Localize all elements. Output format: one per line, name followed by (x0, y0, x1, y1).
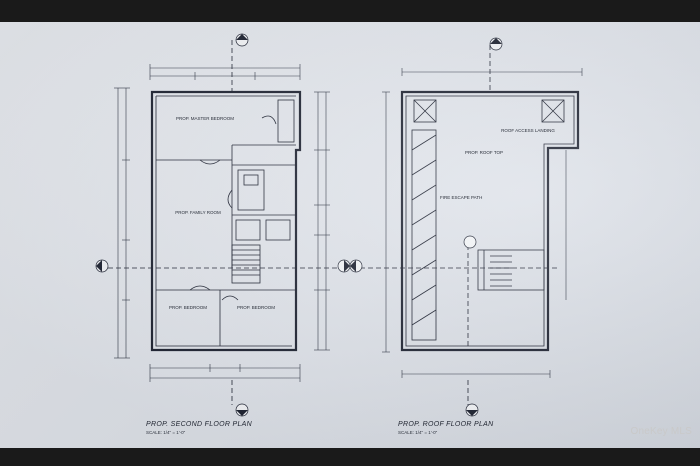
note-fire-escape-path: FIRE ESCAPE PATH (440, 195, 483, 200)
drawing-sheet (0, 22, 700, 448)
right-plan-scale: SCALE: 1/4" = 1'-0" (398, 430, 438, 435)
left-plan-scale: SCALE: 1/4" = 1'-0" (146, 430, 186, 435)
room-label-bedroom-2: PROP. BEDROOM (237, 305, 275, 310)
note-roof-access-landing: ROOF ACCESS LANDING (501, 128, 555, 133)
room-label-family-room: PROP. FAMILY ROOM (175, 210, 221, 215)
room-label-roof-top: PROP. ROOF TOP (464, 150, 504, 155)
watermark-text: OneKey MLS (630, 426, 692, 437)
left-plan-title: PROP. SECOND FLOOR PLAN (146, 421, 252, 428)
room-label-master-bedroom: PROP. MASTER BEDROOM (176, 116, 234, 121)
right-plan-title: PROP. ROOF FLOOR PLAN (398, 421, 494, 428)
room-label-bedroom-1: PROP. BEDROOM (169, 305, 207, 310)
